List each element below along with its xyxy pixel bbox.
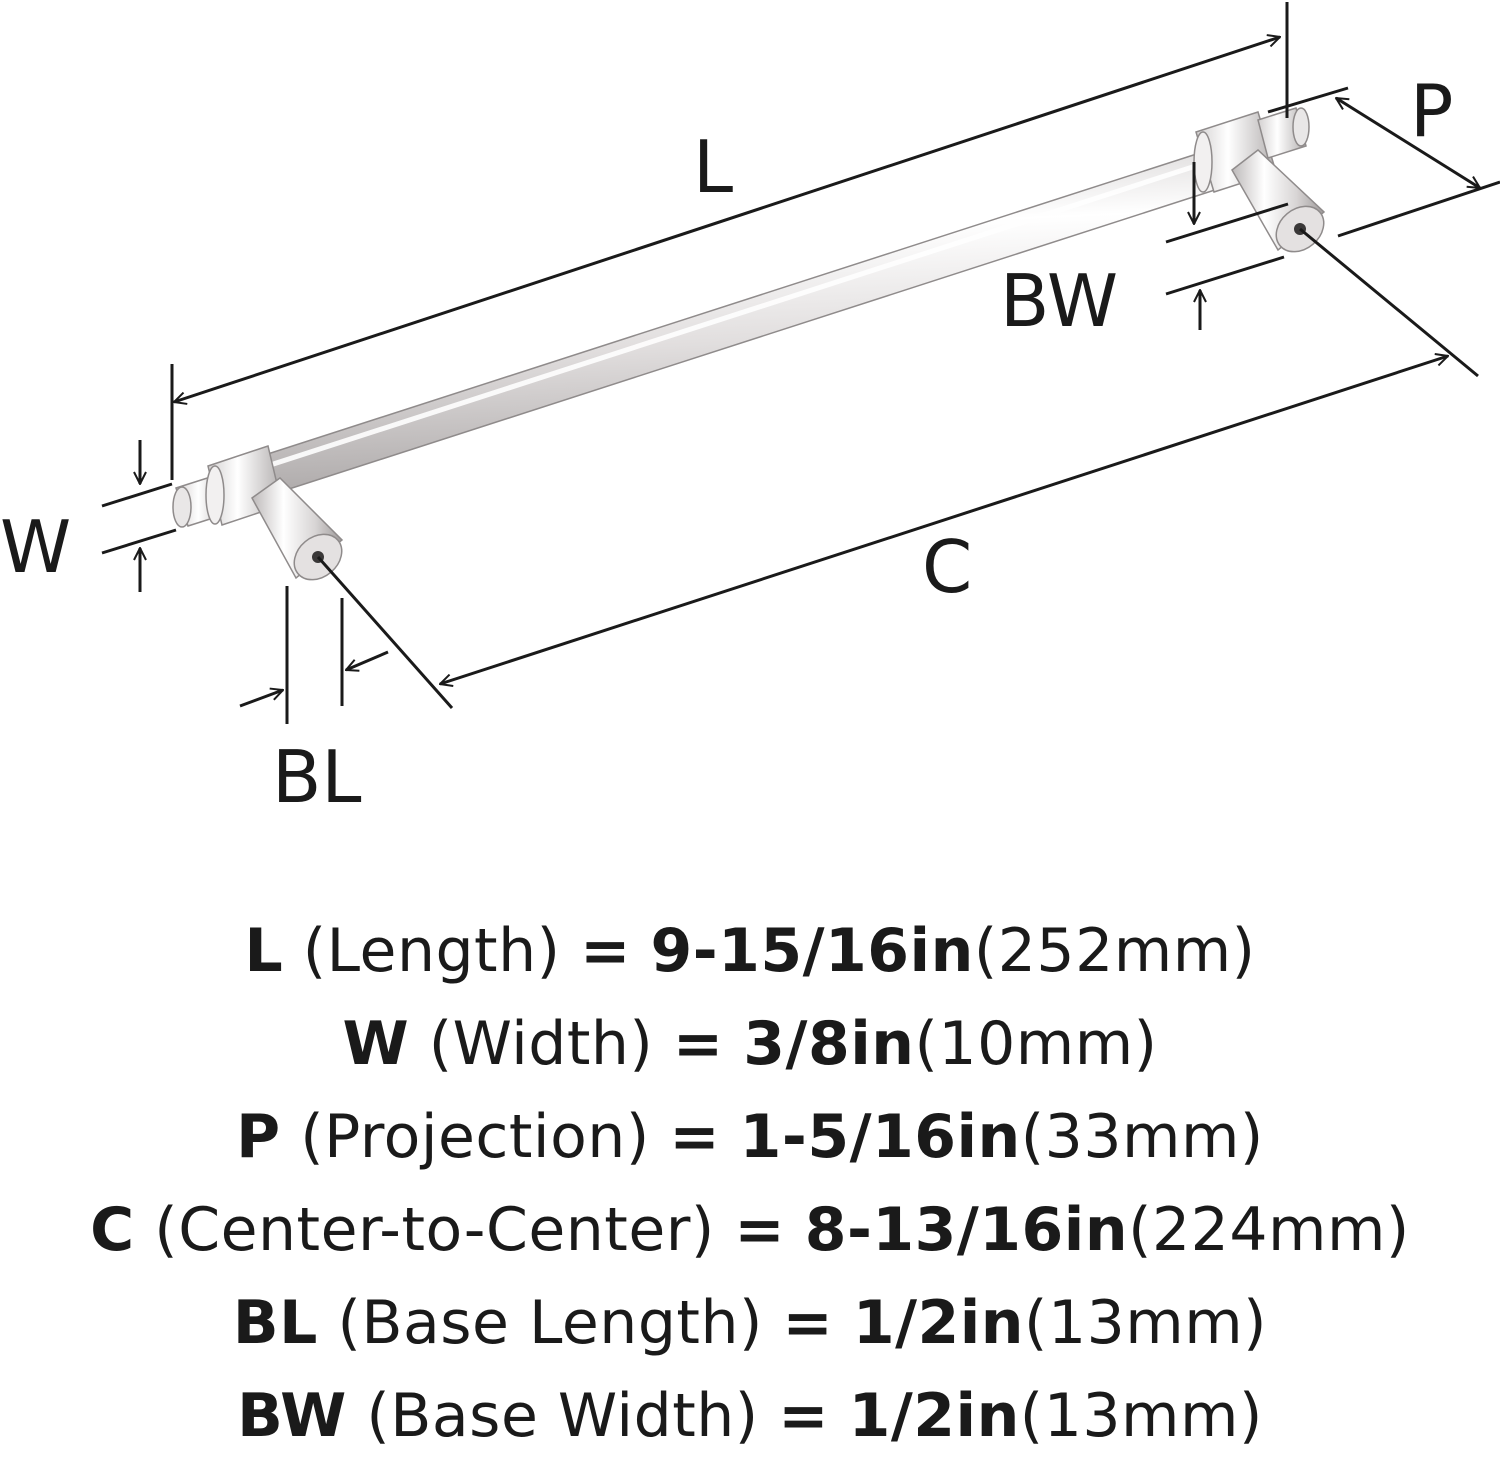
dimension-lines [101,2,1500,724]
spec-equals: = [672,1009,724,1079]
spec-key: W [342,1009,410,1079]
spec-key: BW [237,1381,347,1451]
spec-imperial: 1/2in [852,1288,1025,1358]
spec-description: (Base Width) [366,1381,759,1451]
label-projection: P [1410,69,1453,153]
spec-imperial: 9-15/16in [650,916,974,986]
left-post [251,477,344,581]
spec-equals: = [782,1288,834,1358]
projection-extension-bottom [1337,180,1500,238]
spec-metric: (13mm) [1019,1381,1263,1451]
spec-key: BL [232,1288,318,1358]
spec-imperial: 1/2in [848,1381,1020,1451]
spec-description: (Projection) [300,1102,650,1172]
spec-imperial: 8-13/16in [804,1195,1129,1265]
spec-description: (Length) [302,916,561,986]
center-extension-right [1299,227,1479,378]
spec-equals: = [734,1195,786,1265]
spec-description: (Center-to-Center) [154,1195,715,1265]
base-length-arrow-right [346,650,389,670]
spec-row-projection: P (Projection) = 1-5/16in(33mm) [0,1091,1500,1184]
label-base-width: BW [1000,259,1118,343]
spec-metric: (33mm) [1020,1102,1264,1172]
base-width-extension-top [1165,202,1289,244]
width-extension-top [101,482,173,508]
spec-key: P [236,1102,281,1172]
spec-row-base-width: BW (Base Width) = 1/2in(13mm) [0,1370,1500,1463]
center-extension-left [316,556,454,709]
label-base-length: BL [272,735,362,819]
label-center-to-center: C [922,525,972,609]
spec-equals: = [669,1102,721,1172]
spec-metric: (224mm) [1128,1195,1410,1265]
spec-metric: (13mm) [1024,1288,1268,1358]
right-end-cap [1257,107,1310,159]
spec-equals: = [778,1381,830,1451]
spec-row-base-length: BL (Base Length) = 1/2in(13mm) [0,1277,1500,1370]
spec-key: L [244,916,284,986]
projection-extension-top [1267,86,1349,114]
spec-equals: = [580,916,631,986]
projection-dimension-line [1336,96,1480,190]
label-width: W [0,505,71,589]
spec-imperial: 3/8in [743,1009,915,1079]
cabinet-pull-diagram: L W P BW C BL [0,2,1500,819]
dimension-specs-list: L (Length) = 9-15/16in(252mm) W (Width) … [0,905,1500,1463]
spec-description: (Width) [428,1009,654,1079]
length-dimension-line [174,37,1280,402]
spec-metric: (252mm) [973,916,1256,986]
spec-imperial: 1-5/16in [739,1102,1021,1172]
base-width-extension-bottom [1165,255,1285,296]
spec-row-width: W (Width) = 3/8in(10mm) [0,998,1500,1091]
spec-metric: (10mm) [914,1009,1158,1079]
label-length: L [693,125,733,209]
spec-row-center-to-center: C (Center-to-Center) = 8-13/16in(224mm) [0,1184,1500,1277]
spec-description: (Base Length) [337,1288,763,1358]
width-extension-bottom [101,528,177,555]
handle-illustration [172,107,1326,581]
center-dimension-line [440,356,1448,684]
base-length-arrow-left [239,690,283,708]
spec-key: C [90,1195,135,1265]
spec-row-length: L (Length) = 9-15/16in(252mm) [0,905,1500,998]
